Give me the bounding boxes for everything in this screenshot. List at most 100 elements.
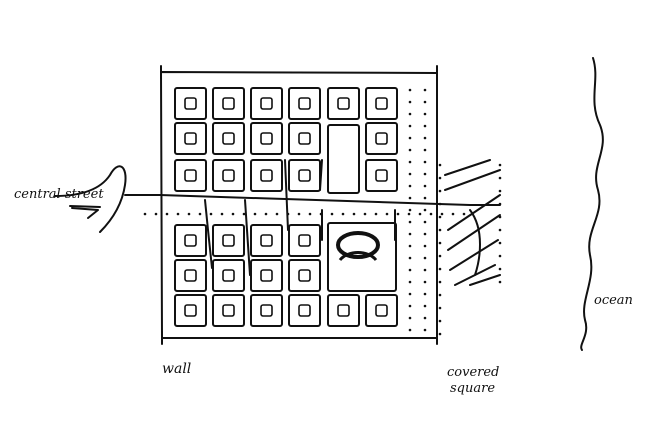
city-block [250, 122, 283, 155]
street-dot [438, 306, 442, 310]
street-dot [423, 88, 427, 92]
street-dot [498, 228, 502, 232]
street-dot [286, 212, 290, 216]
city-block [365, 87, 398, 120]
city-block [288, 224, 321, 257]
street-dot [423, 208, 427, 212]
street-dot [438, 215, 442, 219]
courtyard [260, 97, 273, 110]
street-dot [438, 280, 442, 284]
street-dot [423, 244, 427, 248]
colosseum-block [327, 222, 397, 292]
street-dot [408, 100, 412, 104]
courtyard [184, 304, 197, 317]
street-dot [498, 189, 502, 193]
street-dot [438, 293, 442, 297]
city-block [174, 294, 207, 327]
city-block [365, 122, 398, 155]
courtyard [298, 304, 311, 317]
street-dot [396, 212, 400, 216]
street-dot [498, 163, 502, 167]
courtyard [298, 269, 311, 282]
street-dot [408, 268, 412, 272]
street-dot [423, 268, 427, 272]
street-dot [408, 148, 412, 152]
street-dot [330, 212, 334, 216]
street-dot [438, 332, 442, 336]
central-street-underline [69, 205, 101, 208]
city-block [250, 87, 283, 120]
courtyard [375, 169, 388, 182]
city-block [212, 224, 245, 257]
city-block [288, 87, 321, 120]
street-dot [275, 212, 279, 216]
street-dot [423, 304, 427, 308]
street-dot [423, 148, 427, 152]
street-dot [408, 184, 412, 188]
courtyard [222, 169, 235, 182]
street-dot [438, 202, 442, 206]
street-dot [438, 228, 442, 232]
street-dot [408, 112, 412, 116]
central-street-label: central street [14, 187, 104, 202]
street-dot [143, 212, 147, 216]
street-dot [423, 100, 427, 104]
street-dot [423, 160, 427, 164]
street-dot [438, 254, 442, 258]
wall-label: wall [162, 361, 192, 377]
city-block [288, 259, 321, 292]
colosseum-icon [336, 231, 380, 262]
street-dot [438, 189, 442, 193]
courtyard [298, 234, 311, 247]
street-dot [408, 136, 412, 140]
city-block [365, 159, 398, 192]
city-block [327, 294, 360, 327]
courtyard [184, 132, 197, 145]
street-dot [408, 124, 412, 128]
street-dot [408, 244, 412, 248]
courtyard [375, 97, 388, 110]
street-dot [498, 215, 502, 219]
street-dot [187, 212, 191, 216]
street-dot [498, 241, 502, 245]
street-dot [385, 212, 389, 216]
street-dot [438, 176, 442, 180]
wall-corner-mark [160, 65, 438, 345]
street-dot [423, 220, 427, 224]
street-dot [408, 88, 412, 92]
city-block [212, 294, 245, 327]
courtyard [222, 304, 235, 317]
street-dot [253, 212, 257, 216]
street-dot [209, 212, 213, 216]
courtyard [222, 234, 235, 247]
city-block [288, 159, 321, 192]
city-block [174, 259, 207, 292]
courtyard [222, 132, 235, 145]
street-dot [423, 292, 427, 296]
street-dot [408, 256, 412, 260]
courtyard [298, 169, 311, 182]
courtyard [337, 97, 350, 110]
city-block [250, 259, 283, 292]
courtyard [260, 304, 273, 317]
street-dot [440, 212, 444, 216]
street-dot [423, 328, 427, 332]
street-dot [408, 328, 412, 332]
city-block [365, 294, 398, 327]
street-dot [408, 196, 412, 200]
street-dot [408, 232, 412, 236]
street-dot [438, 241, 442, 245]
street-dot [408, 280, 412, 284]
street-dot [297, 212, 301, 216]
city-block [174, 87, 207, 120]
street-dot [423, 256, 427, 260]
street-dot [408, 292, 412, 296]
street-dot [429, 212, 433, 216]
street-dot [198, 212, 202, 216]
street-dot [308, 212, 312, 216]
covered-square-hatching [444, 159, 501, 286]
street-dot [498, 176, 502, 180]
city-block [212, 159, 245, 192]
street-dot [423, 316, 427, 320]
street-dot [408, 208, 412, 212]
